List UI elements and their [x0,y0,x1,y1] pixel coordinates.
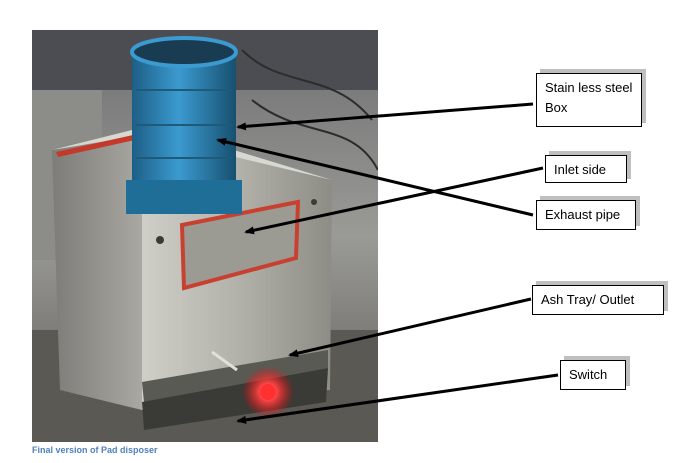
callout-inlet-side: Inlet side [545,155,627,183]
box-top-glow [56,133,144,157]
switch-led [260,384,276,400]
box-screw [156,236,164,244]
callout-switch: Switch [560,360,626,390]
figure-caption: Final version of Pad disposer [32,445,158,455]
box-left-face [52,135,142,410]
callout-exhaust-pipe: Exhaust pipe [536,200,636,230]
callout-inlet-side-text: Inlet side [554,162,607,177]
callout-switch-text: Switch [569,367,608,382]
device-photo [32,30,378,442]
ash-tray-handle [211,350,238,372]
exhaust-pipe-flange [126,180,242,214]
callout-stainless-box-text: Stain less steel Box [545,80,633,115]
callout-ash-tray-text: Ash Tray/ Outlet [541,292,635,307]
callout-ash-tray: Ash Tray/ Outlet [532,285,664,315]
callout-stainless-box: Stain less steel Box [536,73,642,127]
box-screw [311,199,317,205]
callout-exhaust-pipe-text: Exhaust pipe [545,207,621,222]
ash-tray-slot [142,350,328,402]
exhaust-pipe-mouth [130,36,238,68]
